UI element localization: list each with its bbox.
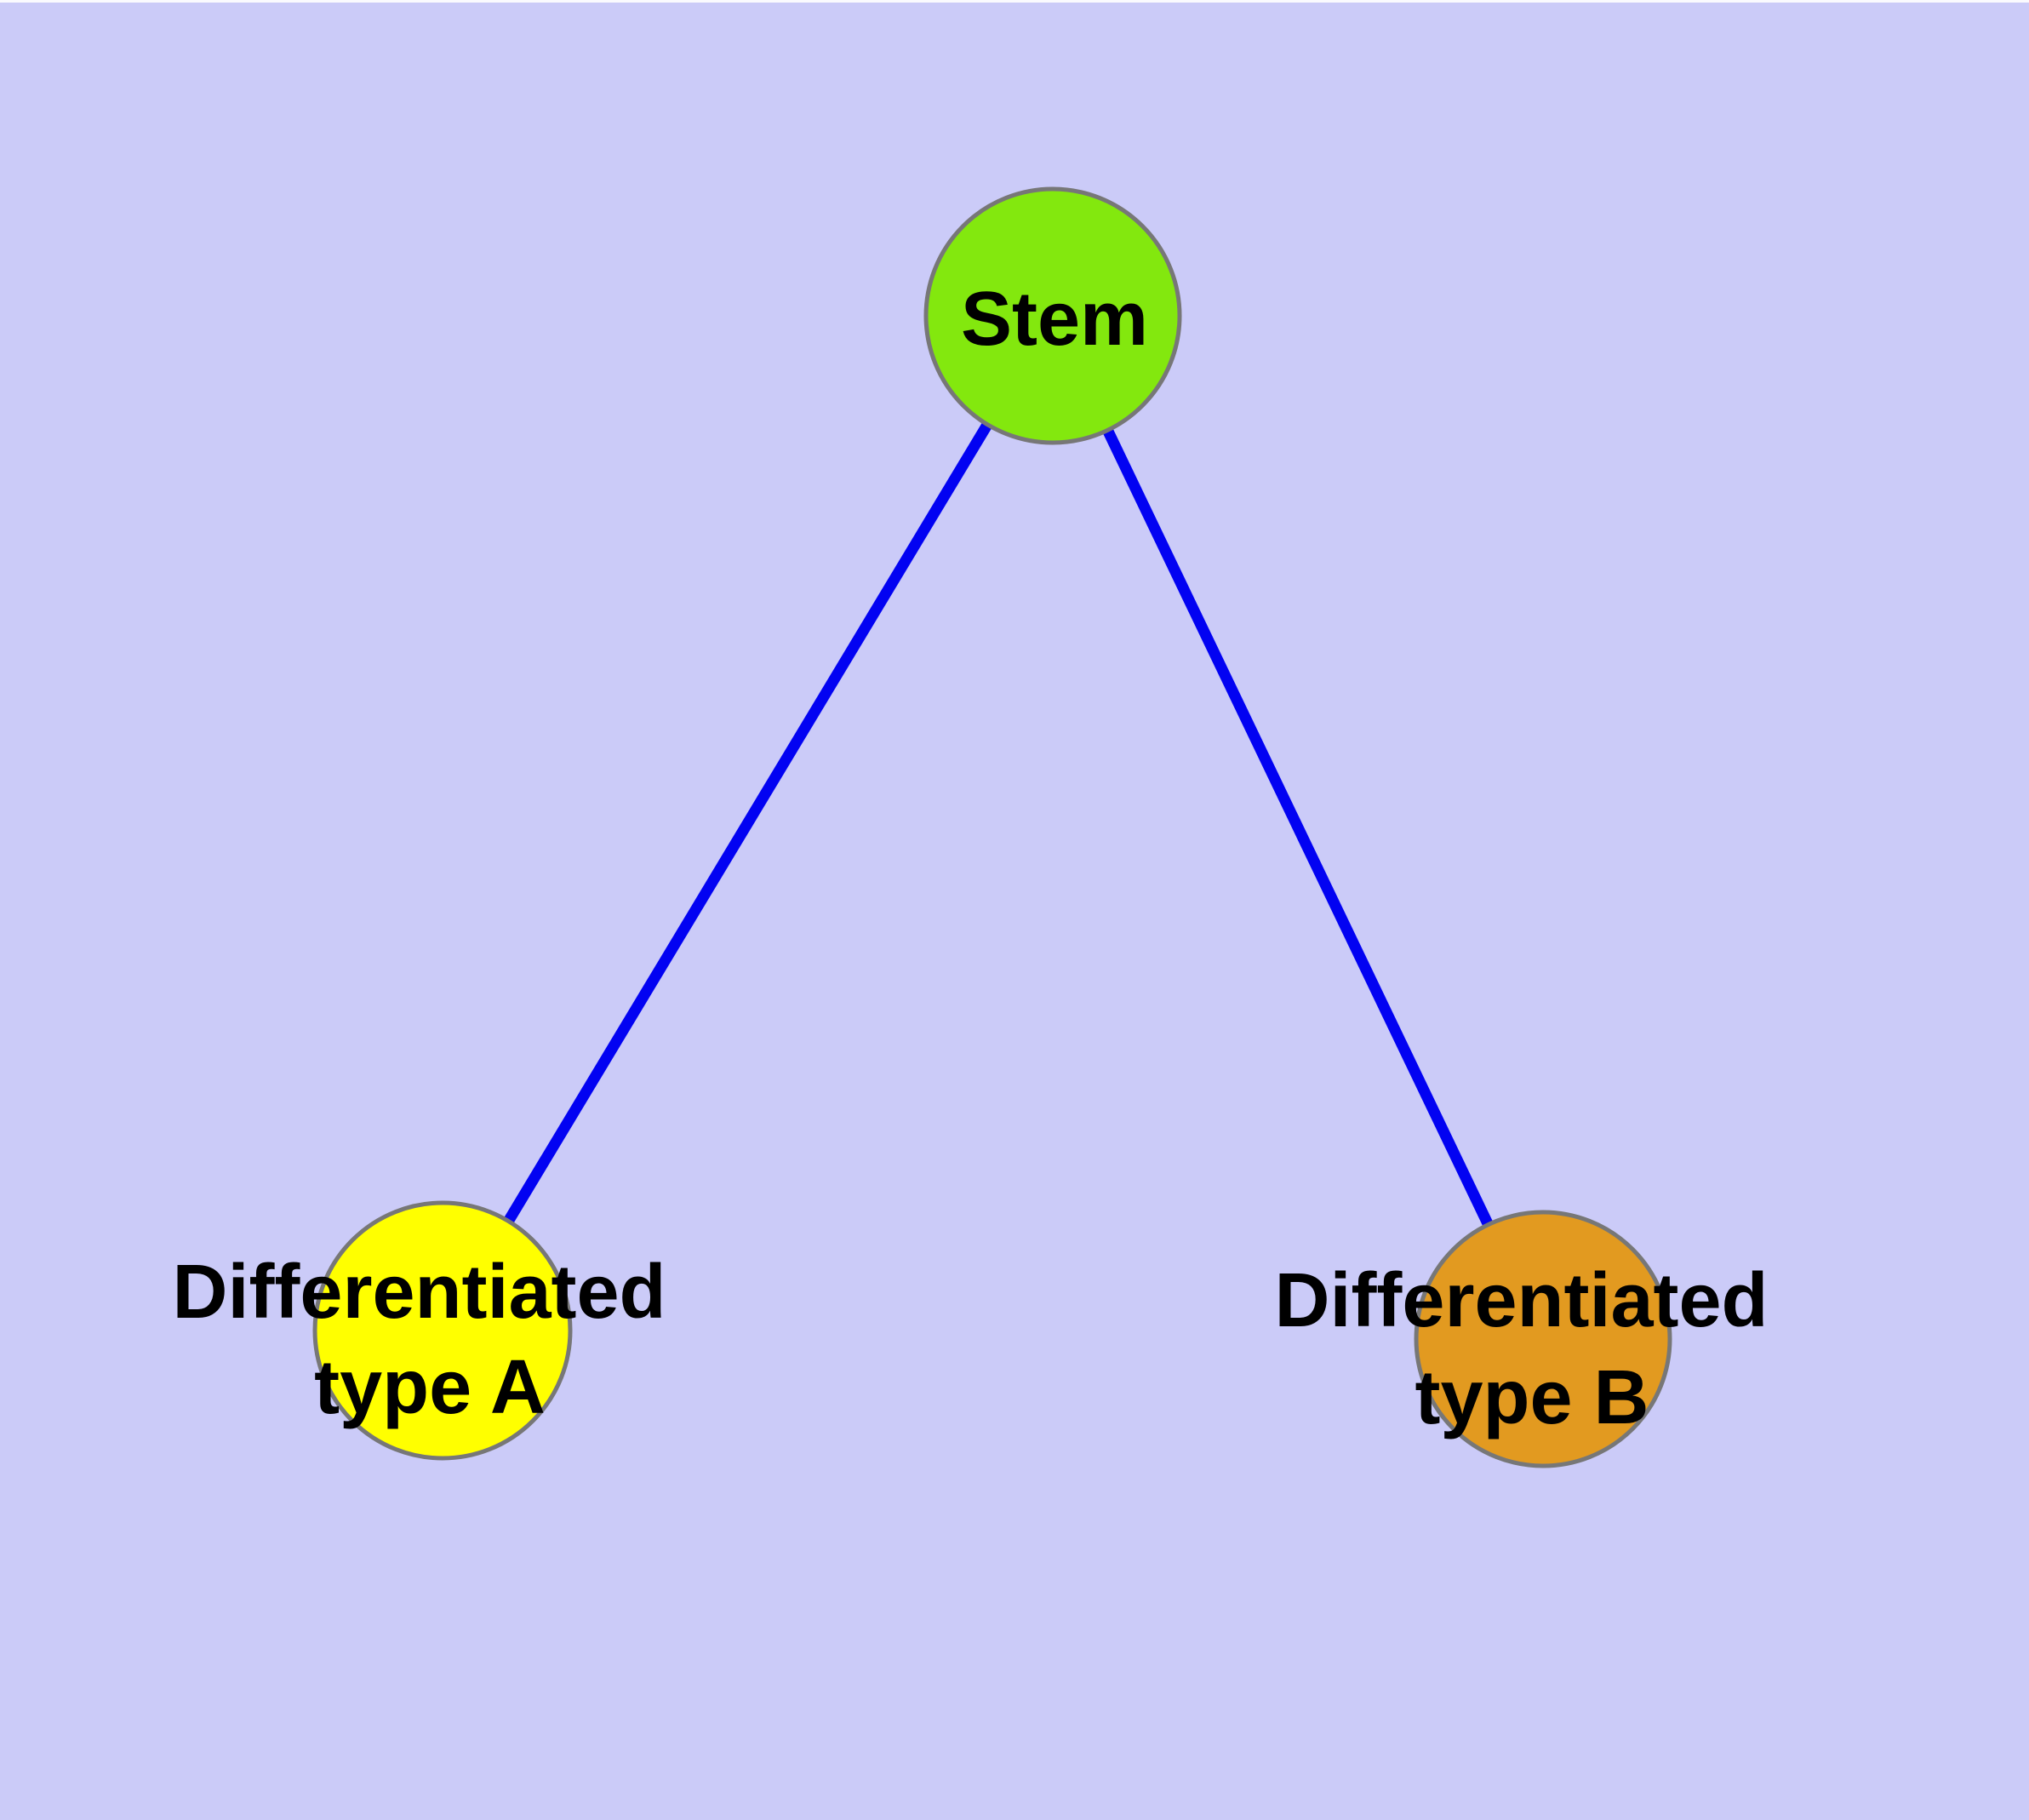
node-differentiated-type-a [312, 1200, 573, 1461]
node-differentiated-type-a-label: Differentiated type A [172, 1250, 687, 1430]
top-edge-strip [0, 0, 2029, 3]
node-differentiated-type-b-label: Differentiated type B [1274, 1258, 1789, 1440]
label-layer: Stem Differentiated type A Differentiate… [172, 277, 1789, 1440]
type-a-label-line-1: Differentiated [172, 1250, 666, 1335]
node-stem-label: Stem [961, 277, 1148, 362]
node-differentiated-type-b [1414, 1210, 1672, 1468]
edge-stem-to-type-b [1048, 313, 1548, 1342]
type-a-label-line-2: type A [314, 1345, 546, 1430]
node-layer [312, 186, 1672, 1468]
edge-stem-to-type-a [437, 312, 1058, 1334]
type-b-label-line-1: Differentiated [1274, 1258, 1768, 1343]
edge-layer [437, 312, 1548, 1342]
node-stem [923, 186, 1182, 445]
type-b-label-line-2: type B [1415, 1355, 1649, 1440]
